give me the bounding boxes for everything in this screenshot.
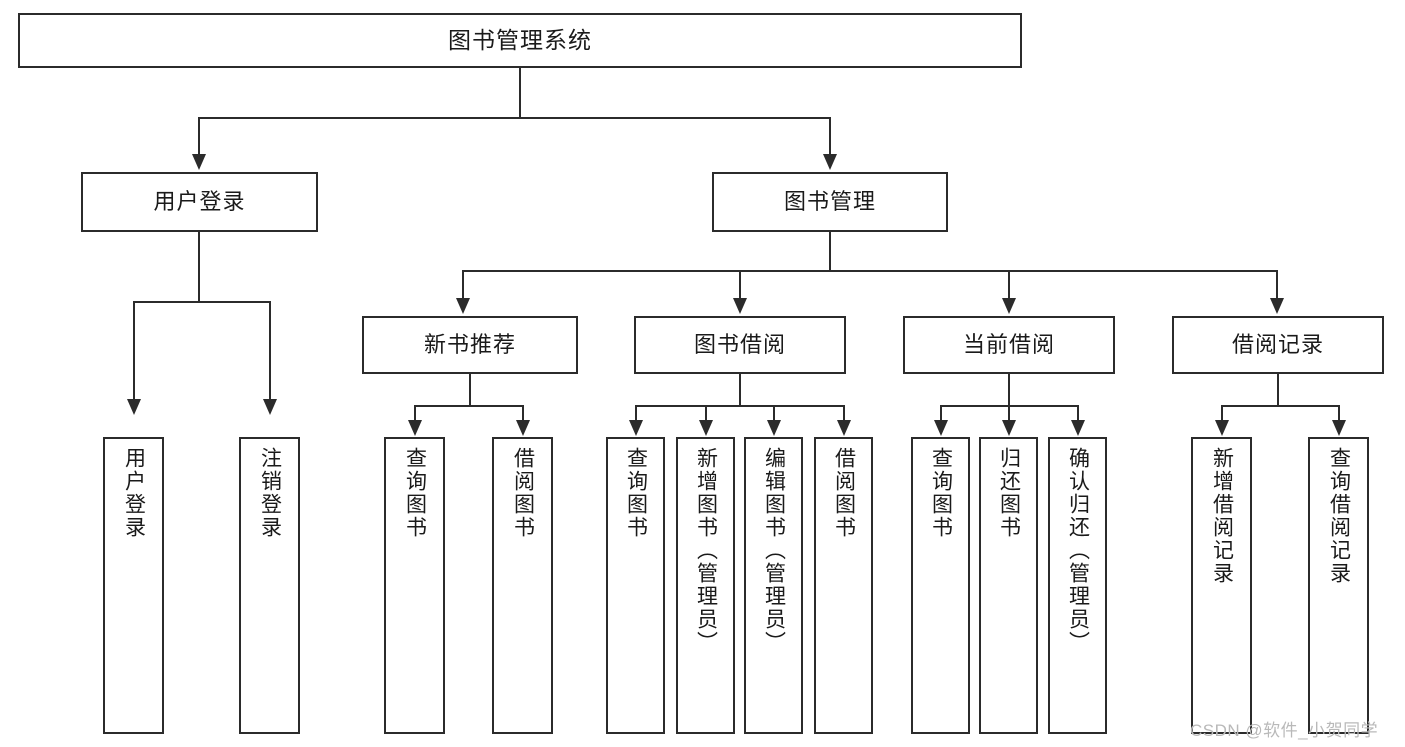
leaf-query-book-1[interactable]: 查询图书 <box>384 437 445 734</box>
leaf-label: 新增借阅记录 <box>1210 447 1234 585</box>
leaf-label: 归还图书 <box>997 447 1021 539</box>
connector-book-borrow-to-leaf-4 <box>843 405 845 422</box>
arrowhead-root-to-book-manage <box>823 154 837 170</box>
node-borrow-record[interactable]: 借阅记录 <box>1172 316 1384 374</box>
connector-book-manage-trunk <box>829 232 831 271</box>
node-label: 图书借阅 <box>693 331 786 357</box>
connector-borrow-record-trunk <box>1277 374 1279 406</box>
connector-book-manage-bus <box>462 270 1278 272</box>
csdn-watermark: CSDN @软件_小贺同学 <box>1190 721 1379 740</box>
node-new-book-recommend[interactable]: 新书推荐 <box>362 316 578 374</box>
node-book-borrow[interactable]: 图书借阅 <box>634 316 846 374</box>
leaf-label: 借阅图书 <box>511 447 535 539</box>
leaf-label: 注销登录 <box>258 447 282 539</box>
leaf-add-record[interactable]: 新增借阅记录 <box>1191 437 1252 734</box>
arrowhead-book-manage-child-3 <box>1002 298 1016 314</box>
connector-user-login-bus <box>133 301 270 303</box>
connector-new-book-bus <box>414 405 524 407</box>
node-book-manage[interactable]: 图书管理 <box>712 172 948 232</box>
arrowhead-new-book-leaf-2 <box>516 420 530 436</box>
connector-current-borrow-to-leaf-3 <box>1077 405 1079 422</box>
arrowhead-root-to-user-login <box>192 154 206 170</box>
arrowhead-borrow-record-leaf-1 <box>1215 420 1229 436</box>
arrowhead-borrow-record-leaf-2 <box>1332 420 1346 436</box>
leaf-borrow-book-2[interactable]: 借阅图书 <box>814 437 873 734</box>
leaf-borrow-book-1[interactable]: 借阅图书 <box>492 437 553 734</box>
connector-root-to-book-manage <box>829 117 831 155</box>
node-current-borrow[interactable]: 当前借阅 <box>903 316 1115 374</box>
connector-book-borrow-trunk <box>739 374 741 406</box>
node-label: 图书管理 <box>783 188 876 214</box>
connector-root-to-user-login <box>198 117 200 155</box>
connector-root-bus <box>198 117 831 119</box>
connector-root-trunk <box>519 68 521 118</box>
leaf-label: 编辑图书（管理员） <box>762 447 786 654</box>
connector-book-borrow-to-leaf-2 <box>705 405 707 422</box>
arrowhead-book-manage-child-1 <box>456 298 470 314</box>
leaf-return-book[interactable]: 归还图书 <box>979 437 1038 734</box>
arrowhead-book-manage-child-4 <box>1270 298 1284 314</box>
leaf-query-book-2[interactable]: 查询图书 <box>606 437 665 734</box>
arrowhead-book-borrow-leaf-1 <box>629 420 643 436</box>
connector-user-login-to-leaf-1 <box>133 301 135 400</box>
connector-new-book-to-leaf-1 <box>414 405 416 422</box>
connector-current-borrow-trunk <box>1008 374 1010 406</box>
node-label: 借阅记录 <box>1231 331 1324 357</box>
connector-book-manage-to-child-3 <box>1008 270 1010 299</box>
leaf-label: 新增图书（管理员） <box>694 447 718 654</box>
arrowhead-new-book-leaf-1 <box>408 420 422 436</box>
leaf-user-logout[interactable]: 注销登录 <box>239 437 300 734</box>
arrowhead-book-borrow-leaf-3 <box>767 420 781 436</box>
arrowhead-book-borrow-leaf-2 <box>699 420 713 436</box>
node-label: 当前借阅 <box>962 331 1055 357</box>
arrowhead-current-borrow-leaf-1 <box>934 420 948 436</box>
connector-book-manage-to-child-1 <box>462 270 464 299</box>
node-label: 图书管理系统 <box>448 26 592 53</box>
leaf-label: 确认归还（管理员） <box>1066 447 1090 654</box>
node-label: 用户登录 <box>153 188 246 214</box>
leaf-user-login[interactable]: 用户登录 <box>103 437 164 734</box>
connector-new-book-to-leaf-2 <box>522 405 524 422</box>
connector-new-book-trunk <box>469 374 471 406</box>
connector-borrow-record-to-leaf-2 <box>1338 405 1340 422</box>
leaf-label: 查询图书 <box>929 447 953 539</box>
leaf-label: 用户登录 <box>122 447 146 539</box>
connector-current-borrow-to-leaf-2 <box>1008 405 1010 422</box>
node-user-login[interactable]: 用户登录 <box>81 172 318 232</box>
leaf-add-book[interactable]: 新增图书（管理员） <box>676 437 735 734</box>
node-label: 新书推荐 <box>423 331 516 357</box>
leaf-query-record[interactable]: 查询借阅记录 <box>1308 437 1369 734</box>
arrowhead-book-manage-child-2 <box>733 298 747 314</box>
connector-borrow-record-bus <box>1221 405 1340 407</box>
arrowhead-current-borrow-leaf-2 <box>1002 420 1016 436</box>
arrowhead-book-borrow-leaf-4 <box>837 420 851 436</box>
leaf-label: 查询图书 <box>403 447 427 539</box>
node-book-management-system[interactable]: 图书管理系统 <box>18 13 1022 68</box>
connector-book-manage-to-child-4 <box>1276 270 1278 299</box>
connector-book-borrow-bus <box>635 405 844 407</box>
arrowhead-user-login-leaf-2 <box>263 399 277 415</box>
connector-book-borrow-to-leaf-3 <box>773 405 775 422</box>
connector-book-manage-to-child-2 <box>739 270 741 299</box>
leaf-label: 查询借阅记录 <box>1327 447 1351 585</box>
leaf-confirm-return[interactable]: 确认归还（管理员） <box>1048 437 1107 734</box>
arrowhead-current-borrow-leaf-3 <box>1071 420 1085 436</box>
leaf-label: 查询图书 <box>624 447 648 539</box>
arrowhead-user-login-leaf-1 <box>127 399 141 415</box>
connector-current-borrow-to-leaf-1 <box>940 405 942 422</box>
leaf-label: 借阅图书 <box>832 447 856 539</box>
leaf-query-book-3[interactable]: 查询图书 <box>911 437 970 734</box>
connector-borrow-record-to-leaf-1 <box>1221 405 1223 422</box>
connector-book-borrow-to-leaf-1 <box>635 405 637 422</box>
leaf-edit-book[interactable]: 编辑图书（管理员） <box>744 437 803 734</box>
connector-user-login-trunk <box>198 232 200 302</box>
connector-user-login-to-leaf-2 <box>269 301 271 400</box>
